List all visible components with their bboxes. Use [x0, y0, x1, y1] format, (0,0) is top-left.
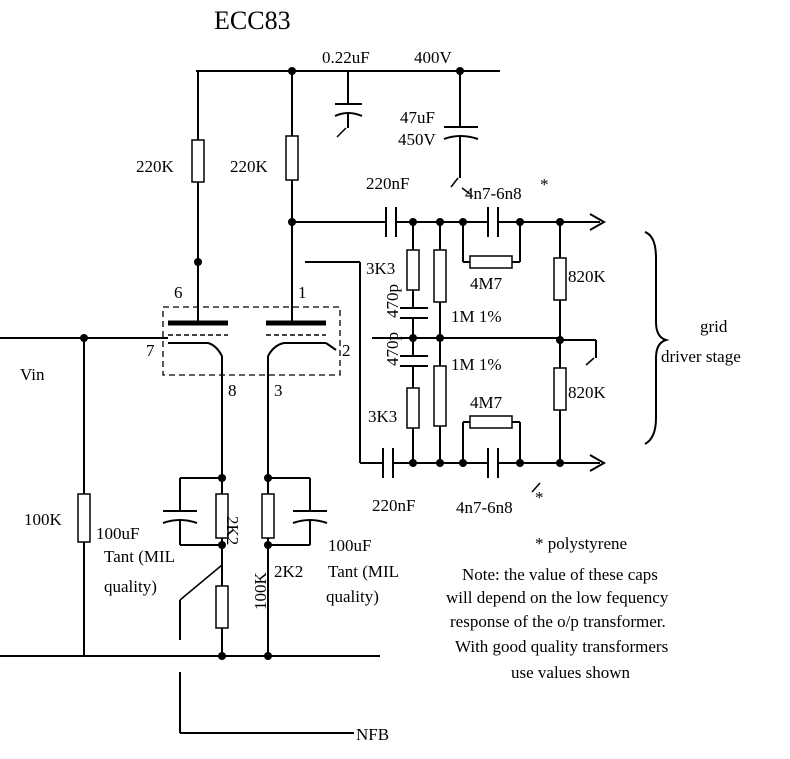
cathode-cap-left-value: 100uF — [96, 524, 139, 543]
cathode-network-right — [261, 474, 328, 660]
resistor-1m-bottom-label: 1M 1% — [451, 355, 502, 374]
anode-resistor-right-label: 220K — [230, 157, 269, 176]
nfb-line — [179, 564, 354, 734]
note-line-3: response of the o/p transformer. — [450, 612, 666, 631]
resistor-1m-top-label: 1M 1% — [451, 307, 502, 326]
pin-1-label: 1 — [298, 283, 307, 302]
bottom-polystyrene-star: * — [535, 488, 544, 507]
cathode-resistor-right-label: 2K2 — [274, 562, 303, 581]
reservoir-cap-label: 47uF — [400, 108, 435, 127]
grid-label: grid — [700, 317, 728, 336]
note-line-5: use values shown — [511, 663, 630, 682]
notes: * polystyrene Note: the value of these c… — [446, 534, 669, 682]
resistor-820k-bottom-label: 820K — [568, 383, 607, 402]
bias-tap — [560, 339, 597, 366]
bottom-coupling-path — [360, 448, 607, 493]
bottom-coupling-cap-label: 220nF — [372, 496, 415, 515]
note-polystyrene: * polystyrene — [535, 534, 627, 553]
diagram-title: ECC83 — [214, 6, 291, 35]
pin-7-label: 7 — [146, 341, 155, 360]
cathode-cap-right-type: Tant (MIL — [328, 562, 399, 581]
resistor-820k-bottom — [553, 367, 567, 467]
note-line-1: Note: the value of these caps — [462, 565, 658, 584]
nfb-label: NFB — [356, 725, 389, 744]
resistor-3k3-bottom-label: 3K3 — [368, 407, 397, 426]
top-filter-cap-label: 4n7-6n8 — [465, 184, 522, 203]
reservoir-capacitor-47uf — [443, 71, 479, 188]
resistor-4m7-bottom-label: 4M7 — [470, 393, 503, 412]
resistor-4m7-top — [462, 222, 521, 269]
supply-cap-label: 0.22uF — [322, 48, 370, 67]
pin-8-label: 8 — [228, 381, 237, 400]
nfb-resistor-label: 100K — [251, 572, 270, 611]
cathode-resistor-left-label: 2K2 — [223, 516, 242, 545]
resistor-820k-top — [553, 222, 567, 368]
triode-left — [168, 300, 228, 478]
resistor-820k-top-label: 820K — [568, 267, 607, 286]
anode-resistor-right-220k — [285, 71, 299, 300]
cap-470p-top-label: 470p — [383, 284, 402, 318]
resistor-3k3-top-label: 3K3 — [366, 259, 395, 278]
cap-470p-bottom-label: 470p — [383, 332, 402, 366]
top-coupling-cap-label: 220nF — [366, 174, 409, 193]
pin-3-label: 3 — [274, 381, 283, 400]
pin-2-label: 2 — [342, 341, 351, 360]
grid-leak-resistor-label: 100K — [24, 510, 63, 529]
driver-stage-label: driver stage — [661, 347, 741, 366]
decoupling-capacitor-022uf — [334, 71, 363, 138]
top-coupling-path — [292, 187, 607, 237]
cathode-cap-right-value: 100uF — [328, 536, 371, 555]
pin-6-label: 6 — [174, 283, 183, 302]
note-line-2: will depend on the low fequency — [446, 588, 669, 607]
triode-right — [266, 300, 337, 478]
middle-network — [305, 222, 560, 463]
cathode-network-left — [162, 474, 229, 660]
cathode-cap-left-type: Tant (MIL — [104, 547, 175, 566]
reservoir-voltage-label: 450V — [398, 130, 437, 149]
valve-envelope — [162, 306, 341, 376]
resistor-4m7-top-label: 4M7 — [470, 274, 503, 293]
cathode-cap-right-quality: quality) — [326, 587, 379, 606]
resistor-4m7-bottom — [462, 415, 521, 463]
top-polystyrene-star: * — [540, 175, 549, 194]
bottom-filter-cap-label: 4n7-6n8 — [456, 498, 513, 517]
anode-resistor-left-label: 220K — [136, 157, 175, 176]
anode-resistor-left-220k — [191, 71, 205, 300]
vin-label: Vin — [20, 365, 45, 384]
cathode-cap-left-quality: quality) — [104, 577, 157, 596]
note-line-4: With good quality transformers — [455, 637, 668, 656]
output-brace — [644, 231, 670, 445]
input-wire — [0, 334, 168, 656]
supply-voltage-label: 400V — [414, 48, 453, 67]
